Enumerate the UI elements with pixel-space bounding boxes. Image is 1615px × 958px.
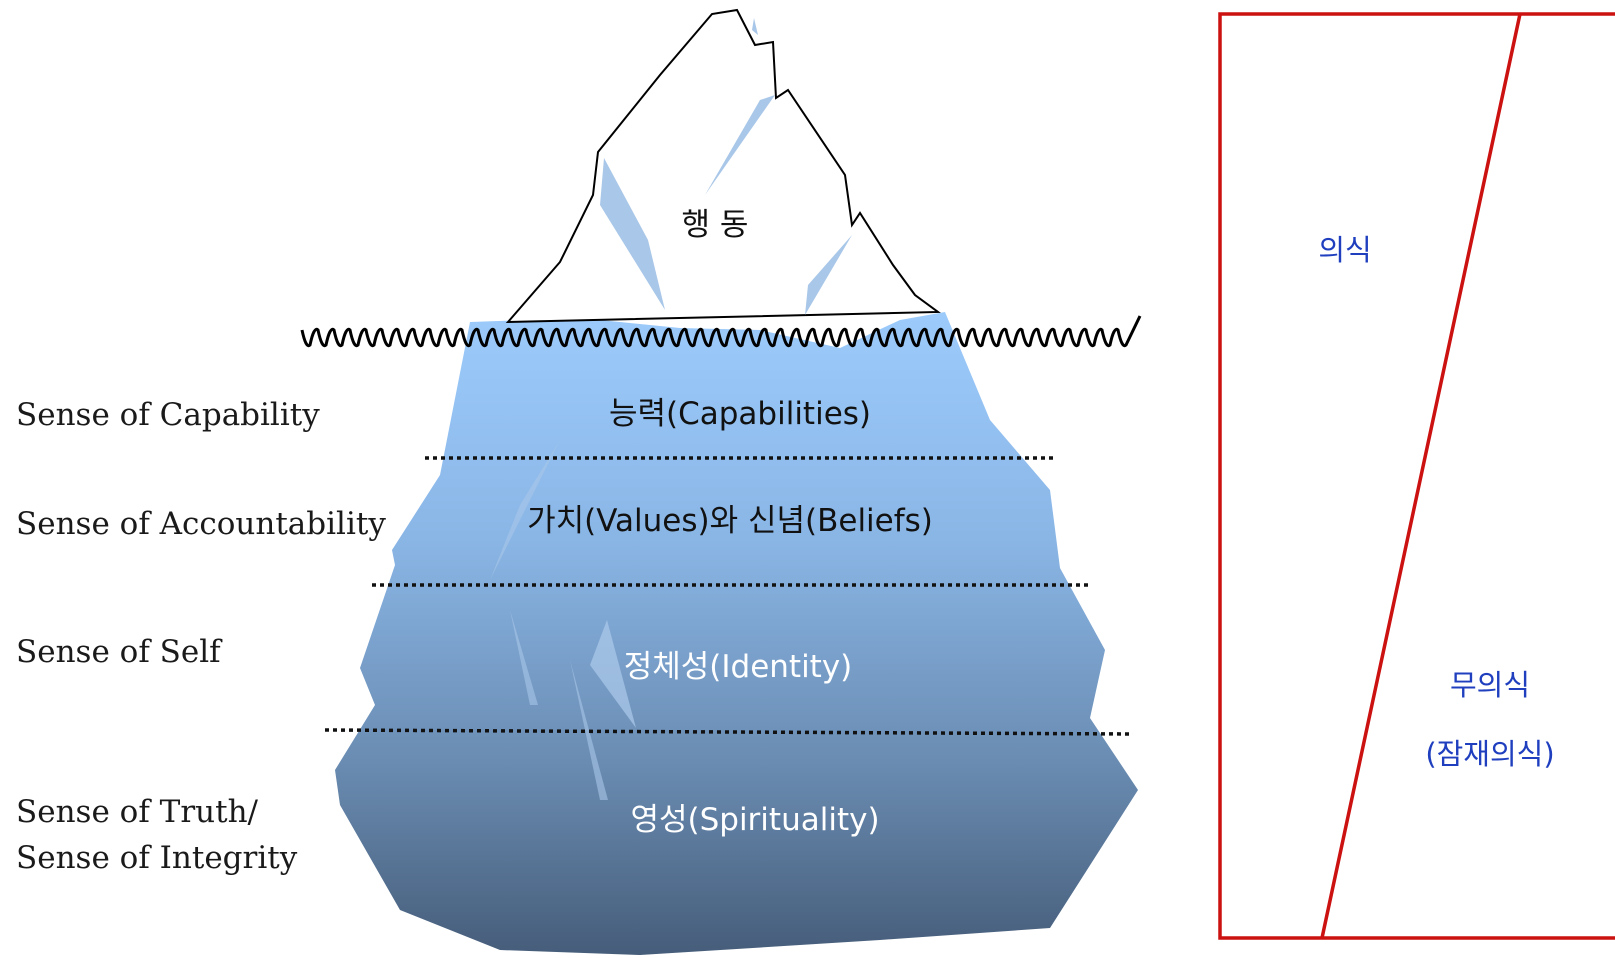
spirituality-label: 영성(Spirituality) — [630, 802, 879, 838]
ice-facet — [705, 95, 775, 195]
ice-facet — [490, 440, 560, 580]
behavior-label: 행 동 — [682, 207, 749, 243]
side-label-integrity: Sense of Integrity — [16, 840, 298, 876]
conscious-label: 의식 — [1318, 233, 1371, 267]
unconscious-label: 무의식 — [1450, 668, 1530, 702]
side-label-self: Sense of Self — [16, 634, 221, 670]
ice-facet — [805, 235, 852, 315]
side-label-truth: Sense of Truth/ — [16, 794, 258, 830]
ice-facet — [590, 620, 636, 728]
ice-facet — [510, 610, 538, 705]
capabilities-label: 능력(Capabilities) — [609, 396, 871, 432]
ice-facet — [600, 158, 665, 310]
divider-line — [324, 728, 1134, 736]
side-label-capability: Sense of Capability — [16, 397, 320, 433]
identity-label: 정체성(Identity) — [624, 649, 853, 685]
underwater-iceberg — [335, 312, 1138, 955]
consciousness-panel — [1218, 12, 1615, 940]
side-label-accountability: Sense of Accountability — [16, 506, 386, 542]
ice-facet — [570, 660, 608, 800]
panel-divider — [1320, 13, 1522, 939]
values-beliefs-label: 가치(Values)와 신념(Beliefs) — [527, 503, 933, 539]
subconscious-label: (잠재의식) — [1425, 737, 1554, 771]
water-line — [300, 315, 1142, 348]
ice-facet — [752, 18, 758, 35]
